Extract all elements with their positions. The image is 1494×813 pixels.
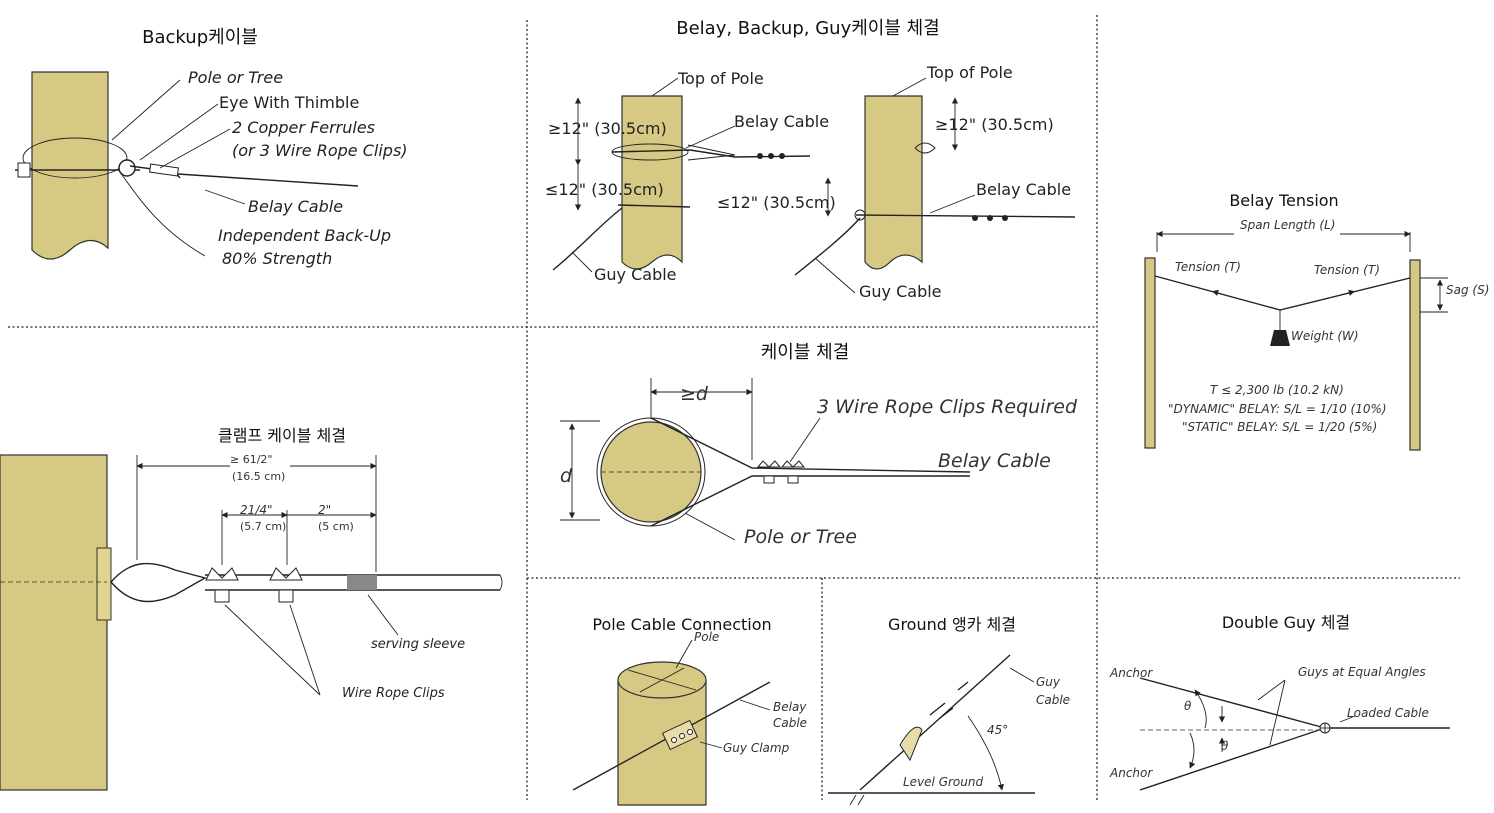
label-wire-rope-clips-alt: (or 3 Wire Rope Clips) (232, 141, 408, 160)
label-cable: Cable (1036, 693, 1070, 707)
label-spacing-1-in: 21/4" (240, 503, 272, 517)
pole-right (1409, 259, 1421, 451)
panel-clamp: 클램프 케이블 체결 ≥ 61/2" (16.5 cm) 21/4" (5.7 … (0, 426, 503, 791)
guy-cable-line (859, 654, 1011, 791)
pole-left (621, 95, 683, 270)
pole (31, 71, 109, 260)
eye-thimble (118, 159, 136, 177)
label-clips-required: 3 Wire Rope Clips Required (817, 396, 1078, 418)
rope-clip-2 (269, 567, 303, 603)
rope-clips (756, 460, 806, 484)
guy-top (1139, 677, 1326, 729)
label-pole-or-tree: Pole or Tree (188, 68, 283, 87)
label-sag: Sag (S) (1446, 283, 1489, 297)
pole-body (617, 679, 707, 806)
label-spacing-2-cm: (5 cm) (318, 520, 354, 533)
label-guy: Guy (1036, 675, 1061, 689)
panel-title: Pole Cable Connection (592, 615, 771, 634)
panel-title: 클램프 케이블 체결 (218, 426, 346, 445)
belay-cable-right (855, 214, 1076, 218)
clamp-plate (96, 547, 112, 621)
panel-pole-connection: Pole Cable Connection Pole Belay Cable G… (572, 615, 807, 806)
label-independent-backup: Independent Back-Up (218, 226, 391, 245)
label-total-length-in: ≥ 61/2" (230, 453, 272, 466)
label-static-belay: "STATIC" BELAY: S/L = 1/20 (5%) (1182, 420, 1377, 434)
label-theta-bottom: θ (1221, 739, 1229, 753)
pole-left (1144, 257, 1156, 449)
label-span-length: Span Length (L) (1240, 218, 1335, 232)
bolt-end (17, 162, 31, 178)
label-cable: Cable (773, 716, 807, 730)
pole-right (864, 95, 923, 270)
label-theta-top: θ (1184, 699, 1192, 713)
label-gd: ≥d (680, 383, 709, 405)
guy-cable-left (552, 207, 623, 271)
label-ge12-right: ≥12" (30.5cm) (935, 115, 1054, 134)
panel-cable: 케이블 체결 ≥d d 3 Wire Rope Clips Required B… (560, 342, 1078, 548)
panel-belay-backup-guy: Belay, Backup, Guy케이블 체결 Top of Pole Bel… (545, 18, 1076, 301)
label-equal-angles: Guys at Equal Angles (1298, 665, 1426, 679)
label-tension-right: Tension (T) (1314, 263, 1380, 277)
label-level-ground: Level Ground (903, 775, 983, 789)
label-ge12-left: ≥12" (30.5cm) (548, 119, 667, 138)
label-anchor-top: Anchor (1109, 666, 1153, 680)
label-guy-cable-right: Guy Cable (859, 282, 942, 301)
label-pole-or-tree: Pole or Tree (744, 526, 857, 548)
belay-cable (1154, 275, 1411, 311)
panel-title: Double Guy 체결 (1222, 613, 1350, 632)
serving-sleeve (347, 575, 377, 590)
panel-title: 케이블 체결 (761, 342, 850, 363)
ferrule (149, 163, 179, 177)
label-copper-ferrules: 2 Copper Ferrules (232, 118, 375, 137)
rope-clip-1 (205, 567, 239, 603)
belay-cable-line (177, 173, 359, 187)
label-eye-with-thimble: Eye With Thimble (219, 93, 359, 112)
label-tension-left: Tension (T) (1175, 260, 1241, 274)
label-strength: 80% Strength (222, 249, 332, 268)
label-belay-cable-right: Belay Cable (976, 180, 1071, 199)
label-serving-sleeve: serving sleeve (371, 637, 465, 652)
panel-separators (8, 15, 1460, 800)
anchor-head (899, 726, 923, 762)
label-top-of-pole-right: Top of Pole (926, 63, 1013, 82)
label-belay-cable-left: Belay Cable (734, 112, 829, 131)
label-loaded-cable: Loaded Cable (1347, 706, 1429, 720)
cable-loop (650, 417, 971, 527)
label-dynamic-belay: "DYNAMIC" BELAY: S/L = 1/10 (10%) (1168, 402, 1387, 416)
weight-icon (1270, 330, 1290, 346)
panel-title: Belay Tension (1229, 191, 1338, 210)
label-angle: 45° (987, 723, 1008, 737)
label-top-of-pole-left: Top of Pole (677, 69, 764, 88)
label-belay-cable: Belay Cable (248, 197, 343, 216)
label-spacing-1-cm: (5.7 cm) (240, 520, 286, 533)
panel-title: Belay, Backup, Guy케이블 체결 (676, 18, 940, 39)
label-guy-cable-left: Guy Cable (594, 265, 677, 284)
pole-block (0, 454, 108, 791)
label-guy-clamp: Guy Clamp (723, 741, 790, 755)
label-belay-cable: Belay Cable (938, 450, 1051, 472)
panel-double-guy: Double Guy 체결 Anchor Anchor Guys at Equa… (1109, 613, 1450, 791)
panel-title: Backup케이블 (142, 27, 258, 48)
guy-bottom (1139, 727, 1326, 791)
label-weight: Weight (W) (1291, 329, 1359, 343)
label-total-length-cm: (16.5 cm) (232, 470, 285, 483)
label-spacing-2-in: 2" (318, 503, 331, 517)
label-anchor-bottom: Anchor (1109, 766, 1153, 780)
label-belay: Belay (773, 700, 807, 714)
panel-title: Ground 앵카 체결 (888, 615, 1016, 634)
label-wire-rope-clips: Wire Rope Clips (342, 686, 445, 701)
label-d: d (560, 465, 573, 487)
label-le12-right: ≤12" (30.5cm) (717, 193, 836, 212)
label-le12-left: ≤12" (30.5cm) (545, 180, 664, 199)
label-pole: Pole (694, 630, 719, 644)
panel-backup: Backup케이블 Pole or Tree Eye With Thimble … (15, 27, 408, 268)
label-tension-limit: T ≤ 2,300 lb (10.2 kN) (1210, 383, 1344, 397)
panel-belay-tension: Belay Tension Span Length (L) Tension (T… (1144, 191, 1489, 451)
panel-ground-anchor: Ground 앵카 체결 Guy Cable 45° Level Ground (828, 615, 1070, 806)
guy-cable-right (794, 217, 861, 276)
backup-loop (22, 137, 128, 179)
